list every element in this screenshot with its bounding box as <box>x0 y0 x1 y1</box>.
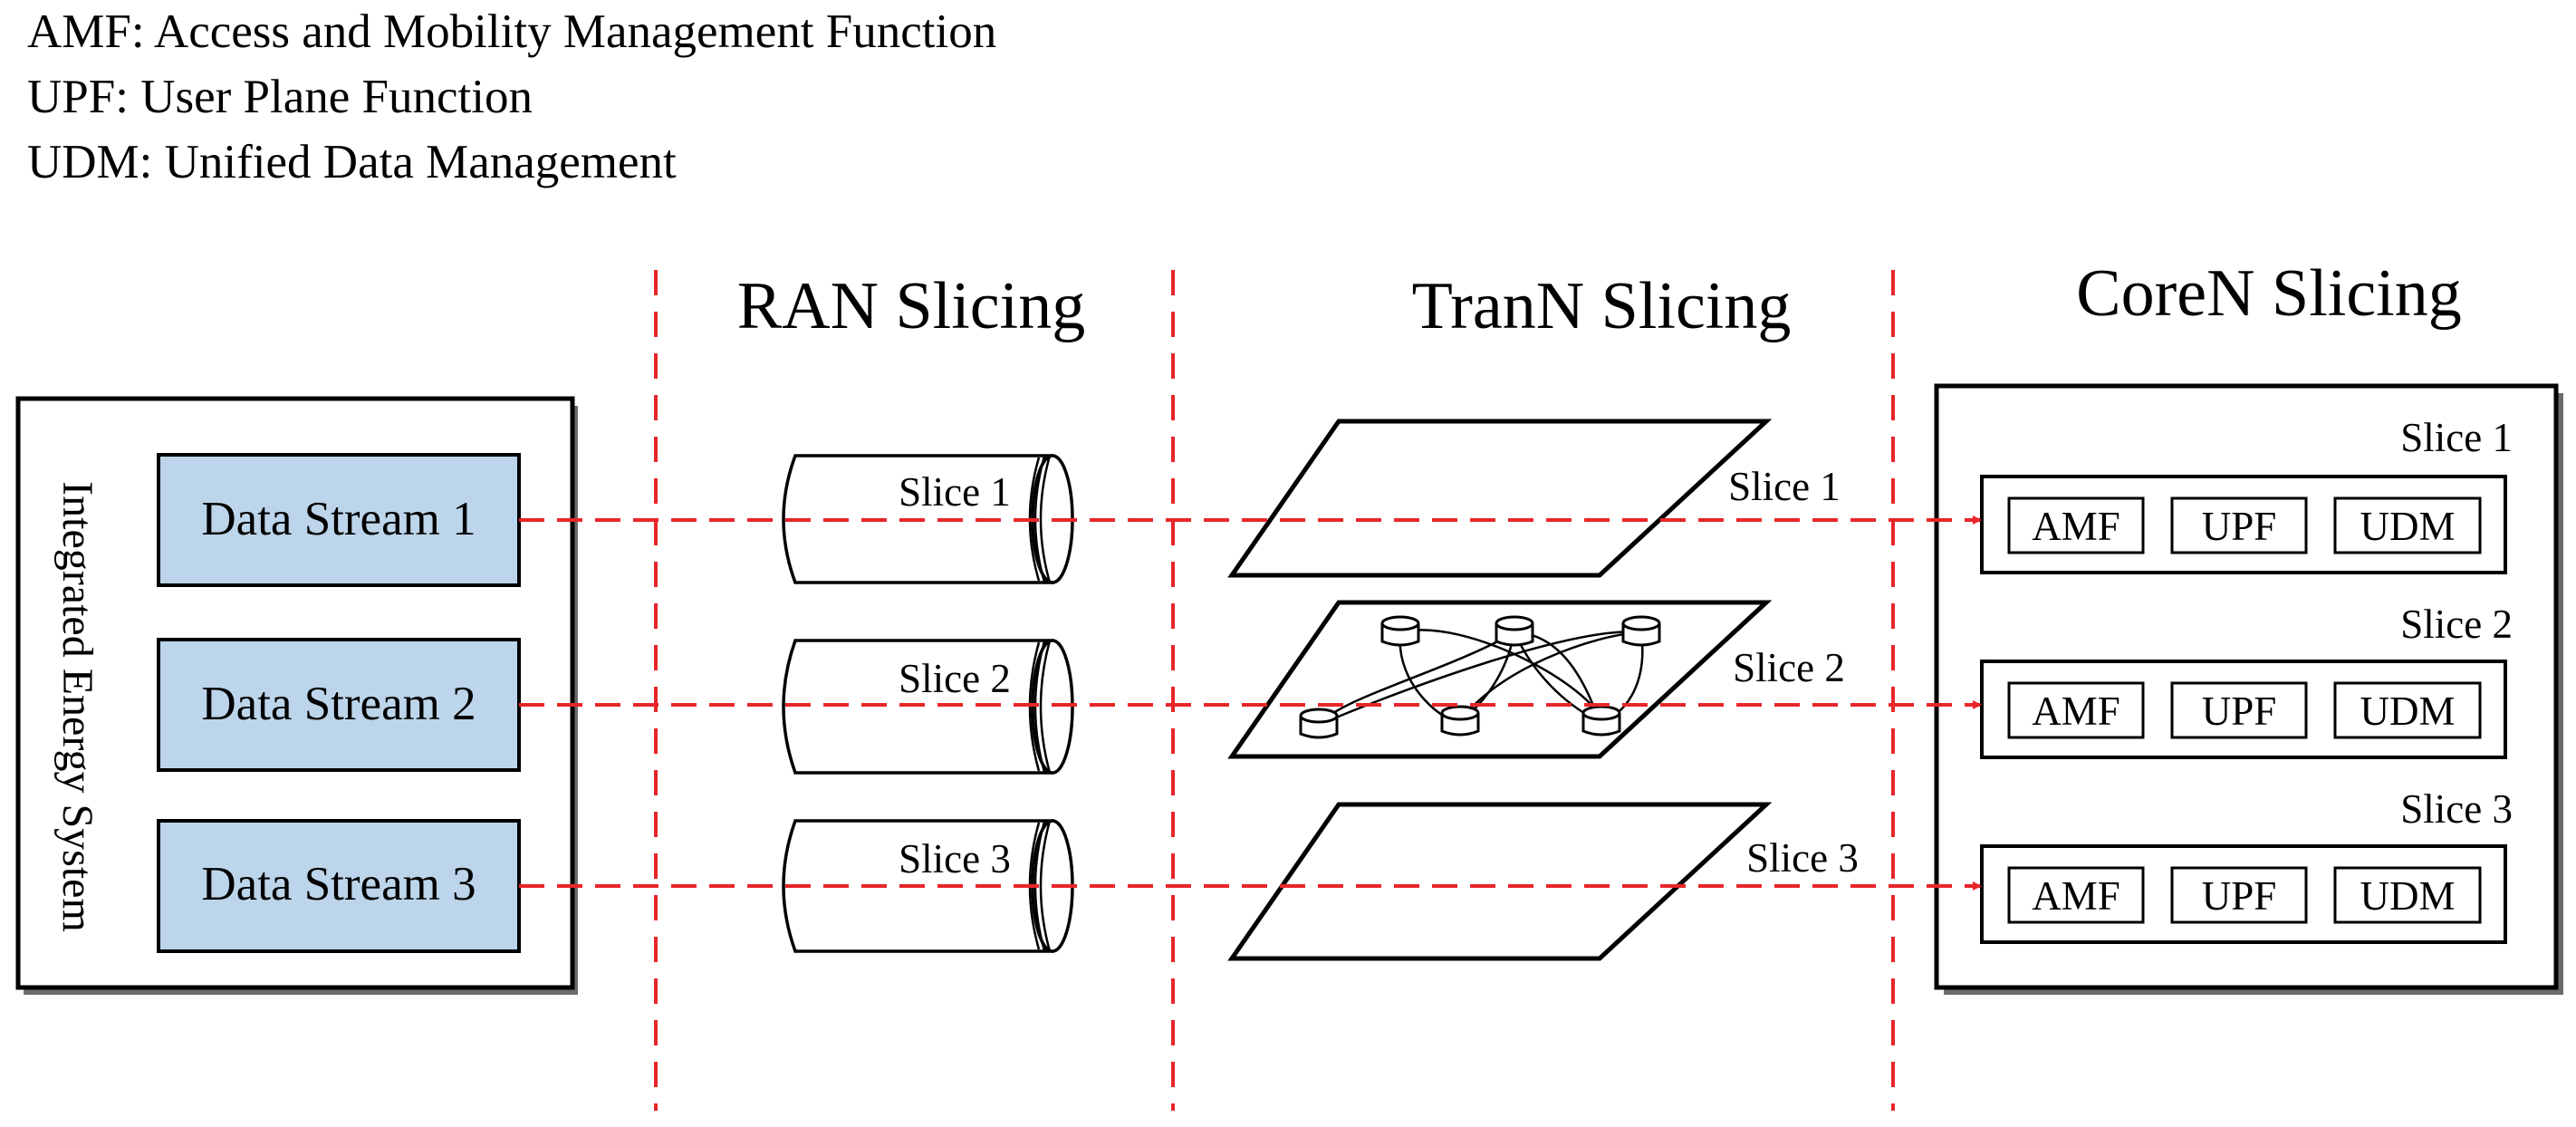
core-slice-1-upf: UPF <box>2202 504 2277 549</box>
tran-network-nodes <box>1299 615 1661 739</box>
heading-core-slicing: CoreN Slicing <box>2076 256 2461 331</box>
network-node-icon <box>1581 705 1621 737</box>
core-slice-1: Slice 1 AMF UPF UDM <box>1980 415 2513 574</box>
data-stream-3: Data Stream 3 <box>157 819 521 953</box>
heading-tran-slicing: TranN Slicing <box>1412 269 1792 343</box>
core-slice-2: Slice 2 AMF UPF UDM <box>1980 602 2513 759</box>
system-label: Integrated Energy System <box>53 481 101 932</box>
legend-amf: AMF: Access and Mobility Management Func… <box>27 5 996 58</box>
network-node-icon <box>1299 708 1339 739</box>
tran-slice-2-label: Slice 2 <box>1733 645 1845 690</box>
core-slice-1-label: Slice 1 <box>2400 415 2513 460</box>
network-node-icon <box>1621 615 1661 647</box>
network-node-icon <box>1495 615 1534 647</box>
network-node-icon <box>1380 615 1420 647</box>
tran-slice-3-label: Slice 3 <box>1746 835 1859 881</box>
core-network: Slice 1 AMF UPF UDM Slice 2 AMF UPF UDM … <box>1934 383 2563 995</box>
tran-slice-3: Slice 3 <box>1227 802 1859 961</box>
data-stream-1: Data Stream 1 <box>157 453 521 587</box>
core-slice-3-upf: UPF <box>2202 873 2277 919</box>
tran-slice-1-label: Slice 1 <box>1728 464 1841 509</box>
core-slice-2-udm: UDM <box>2360 689 2455 734</box>
data-stream-2-label: Data Stream 2 <box>201 678 476 730</box>
core-slice-3: Slice 3 AMF UPF UDM <box>1980 786 2513 944</box>
legend-upf: UPF: User Plane Function <box>27 71 533 123</box>
core-slice-3-udm: UDM <box>2360 873 2455 919</box>
integrated-energy-system: Integrated Energy System Data Stream 1 D… <box>15 396 578 995</box>
ran-slice-1-label: Slice 1 <box>899 469 1011 515</box>
heading-ran-slicing: RAN Slicing <box>737 269 1085 343</box>
legend: AMF: Access and Mobility Management Func… <box>27 5 996 188</box>
core-slice-1-amf: AMF <box>2032 504 2120 549</box>
ran-slice-3-label: Slice 3 <box>899 836 1011 881</box>
ran-slice-2-label: Slice 2 <box>899 656 1011 701</box>
tran-slice-2: Slice 2 <box>1227 600 1845 759</box>
core-slice-2-upf: UPF <box>2202 689 2277 734</box>
core-slice-3-label: Slice 3 <box>2400 786 2513 832</box>
legend-udm: UDM: Unified Data Management <box>27 136 677 188</box>
data-stream-2: Data Stream 2 <box>157 638 521 772</box>
core-slice-1-udm: UDM <box>2360 504 2455 549</box>
tran-slice-1: Slice 1 <box>1227 419 1841 578</box>
data-stream-3-label: Data Stream 3 <box>201 858 476 910</box>
core-slice-2-label: Slice 2 <box>2400 602 2513 647</box>
network-node-icon <box>1440 705 1480 737</box>
data-stream-1-label: Data Stream 1 <box>201 493 476 545</box>
core-slice-2-amf: AMF <box>2032 689 2120 734</box>
core-slice-3-amf: AMF <box>2032 873 2120 919</box>
